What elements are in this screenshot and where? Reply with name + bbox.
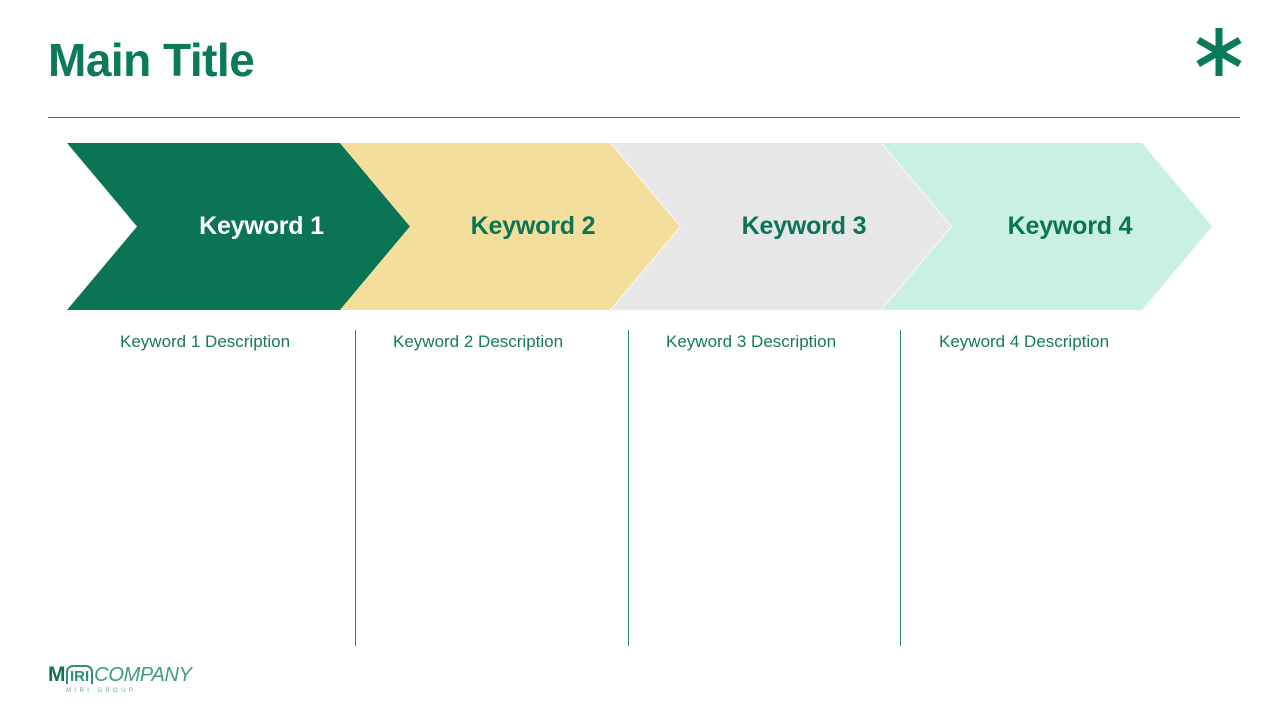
process-step-3-label: Keyword 3 bbox=[741, 212, 867, 240]
asterisk-icon bbox=[1196, 26, 1242, 78]
column-divider-2 bbox=[628, 330, 629, 646]
process-step-4-label: Keyword 4 bbox=[1007, 212, 1133, 240]
description-text-1: Keyword 1 Description bbox=[120, 332, 291, 351]
description-column-3: Keyword 3 Description bbox=[666, 330, 896, 646]
description-text-4: Keyword 4 Description bbox=[939, 332, 1110, 351]
process-step-1[interactable]: Keyword 1 bbox=[67, 143, 410, 310]
logo-tagline: MIRI GROUP bbox=[66, 688, 137, 694]
description-column-4: Keyword 4 Description bbox=[939, 330, 1179, 646]
company-logo: M IRI COMPANY MIRI GROUP bbox=[48, 664, 192, 696]
column-divider-3 bbox=[900, 330, 901, 646]
page-title: Main Title bbox=[48, 34, 255, 86]
column-divider-1 bbox=[355, 330, 356, 646]
description-column-1: Keyword 1 Description bbox=[120, 330, 350, 646]
header-divider-rule bbox=[48, 117, 1240, 119]
process-step-2[interactable]: Keyword 2 bbox=[340, 143, 680, 310]
logo-m-mark: M bbox=[48, 663, 66, 686]
process-step-2-label: Keyword 2 bbox=[470, 212, 596, 240]
description-column-2: Keyword 2 Description bbox=[393, 330, 623, 646]
process-step-1-label: Keyword 1 bbox=[199, 212, 324, 240]
description-text-2: Keyword 2 Description bbox=[393, 332, 564, 351]
description-row: Keyword 1 Description Keyword 2 Descript… bbox=[0, 330, 1280, 646]
logo-company-text: COMPANY bbox=[94, 663, 192, 686]
logo-wordmark-row: M IRI COMPANY bbox=[48, 664, 192, 685]
logo-iri-badge: IRI bbox=[66, 665, 94, 684]
process-chevron-band: Keyword 1 Keyword 2 Keyword 3 Keyword 4 bbox=[0, 143, 1280, 310]
description-text-3: Keyword 3 Description bbox=[666, 332, 837, 351]
